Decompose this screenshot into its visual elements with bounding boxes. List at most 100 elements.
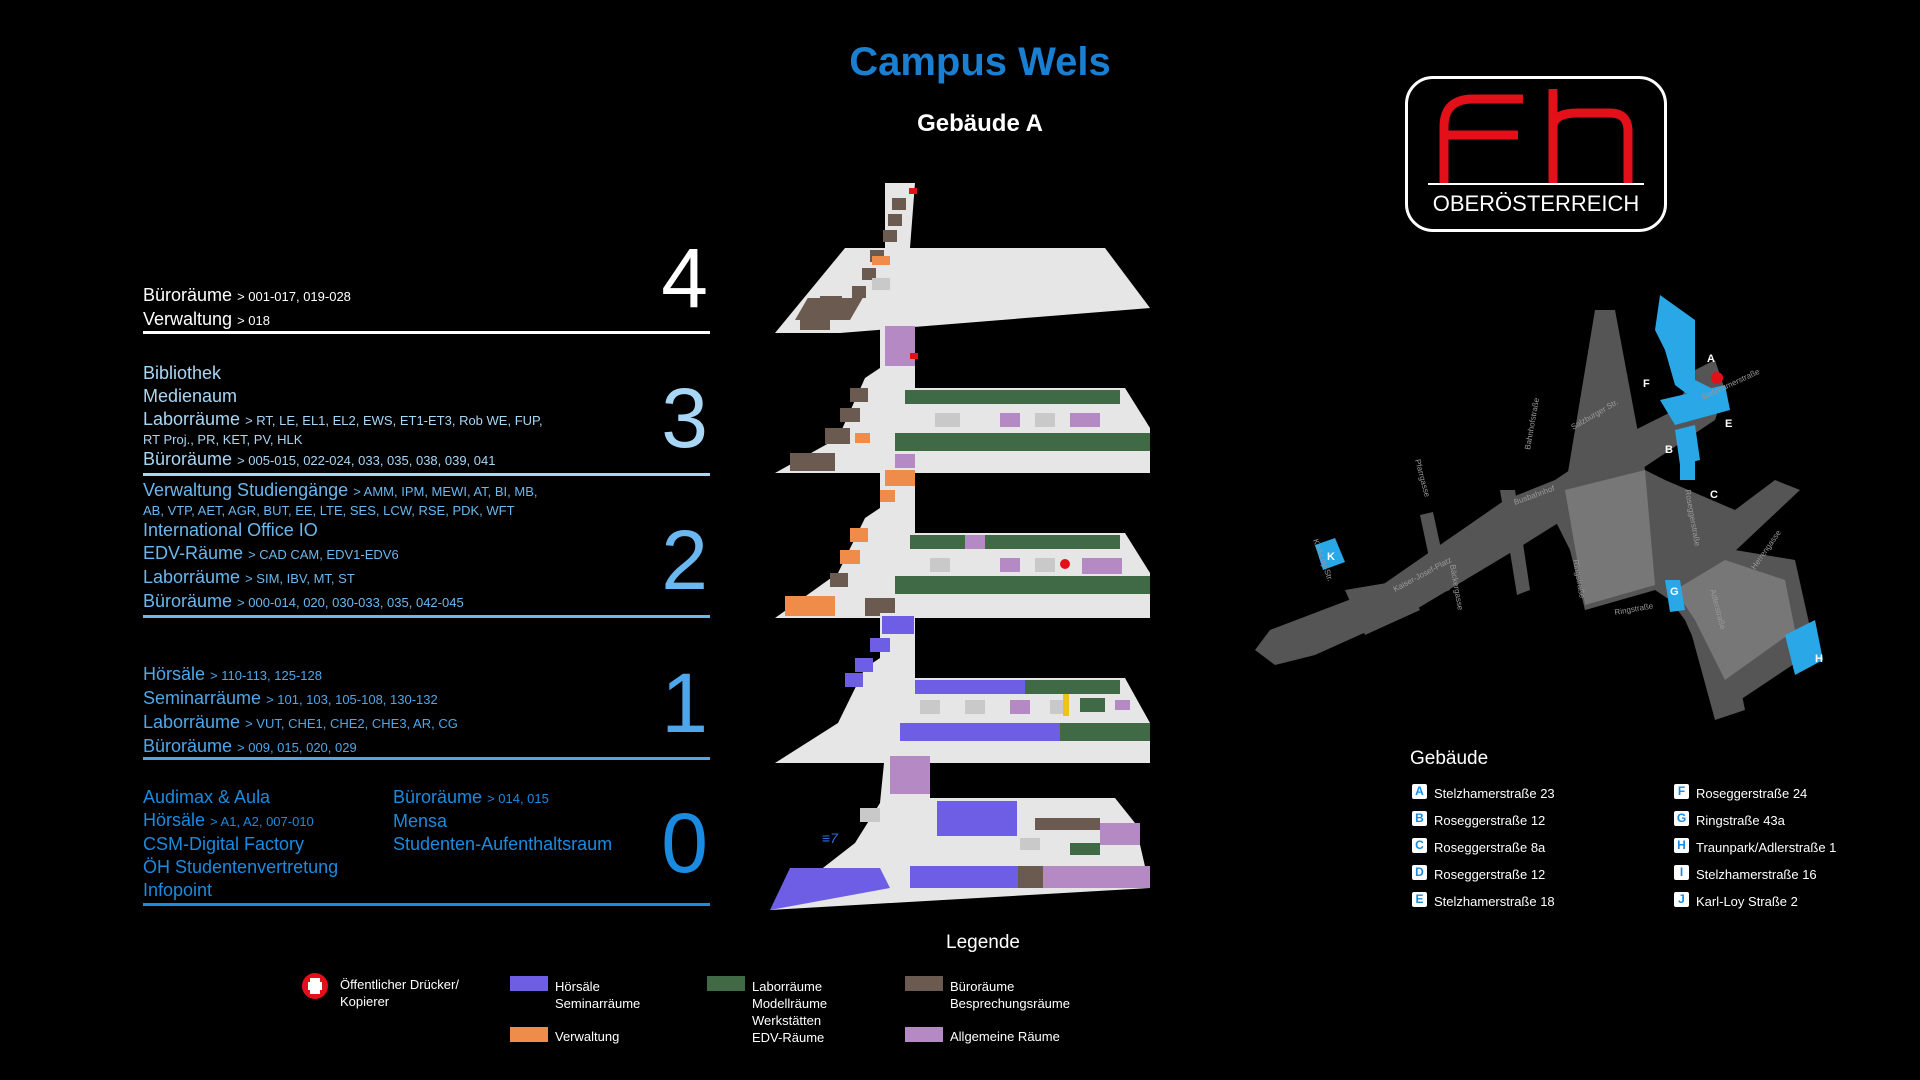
street-label: Ringstraße [1614,601,1655,617]
floor-2-item: Büroräume > 000-014, 020, 030-033, 035, … [143,591,464,611]
floor-2-number: 2 [661,513,708,607]
floor-plan-stack: ≡7 [770,183,1150,910]
floor-1-list: Hörsäle > 110-113, 125-128 Seminarräume … [143,663,710,759]
floor-3-number: 3 [661,371,708,465]
building-name: Roseggerstraße 12 [1434,867,1546,882]
map-marker-k: K [1327,551,1335,563]
building-name: Karl-Loy Straße 2 [1696,894,1798,909]
campus-map: A B C E F G H K Stelzhamerstraße Rosegge… [1255,295,1823,720]
building-name: Stelzhamerstraße 16 [1696,867,1817,882]
legend-swatch-labor [707,976,745,991]
map-marker-e: E [1725,418,1732,430]
floor-0-list-right: Büroräume > 014, 015 Mensa Studenten-Auf… [393,786,653,856]
floor-1-item: Laborräume > VUT, CHE1, CHE2, CHE3, AR, … [143,712,458,732]
floor-3-item: Bibliothek [143,363,222,383]
floor-0-item: ÖH Studentenvertretung [143,857,339,877]
floor-3-item: Medienaum [143,386,238,406]
floor-plan-2 [775,468,1150,618]
floor-3-item: Laborräume > RT, LE, EL1, EL2, EWS, ET1-… [143,409,543,429]
legend-label-allgemein: Allgemeine Räume [950,1029,1060,1044]
floor-2-item: EDV-Räume > CAD CAM, EDV1-EDV6 [143,543,399,563]
floor-0-item: Büroräume > 014, 015 [393,787,549,807]
buildings-title: Gebäude [1410,748,1489,769]
floor-0-divider [143,903,710,906]
map-marker-c: C [1710,489,1718,501]
street-label: Pfarrgasse [1413,458,1432,498]
legend-label-printer: Öffentlicher Drücker/Kopierer [340,977,459,1009]
building-badge: B [1412,811,1427,826]
floor-1-number: 1 [661,656,708,750]
floor-3-item: Büroräume > 005-015, 022-024, 033, 035, … [143,449,496,469]
building-subtitle: Gebäude A [917,110,1043,137]
floor-0-item: CSM-Digital Factory [143,834,305,854]
building-badge: F [1674,784,1689,799]
legend-label-verwaltung: Verwaltung [555,1029,620,1044]
floor-4-divider [143,331,710,334]
floor-plan-3 [775,323,1150,473]
floor-0-item: Infopoint [143,880,213,900]
map-marker-h: H [1815,653,1823,665]
floor-2-item: Laborräume > SIM, IBV, MT, ST [143,567,355,587]
legend-swatch-allgemein [905,1027,943,1042]
building-name: Stelzhamerstraße 18 [1434,894,1555,909]
legend-swatch-hoersaele [510,976,548,991]
floor-0-item: Audimax & Aula [143,787,271,807]
floor-plan-0: ≡7 [770,753,1150,910]
floor-3-list: Bibliothek Medienaum Laborräume > RT, LE… [143,362,710,472]
building-badge: H [1674,838,1689,853]
building-badge: J [1674,892,1689,907]
floor-0-item: Studenten-Aufenthaltsraum [393,834,613,854]
floor-0-item: Hörsäle > A1, A2, 007-010 [143,810,314,830]
building-name: Roseggerstraße 12 [1434,813,1546,828]
map-marker-a: A [1707,353,1715,365]
building-badge: E [1412,892,1427,907]
fh-logo: OBERÖSTERREICH [1405,76,1667,232]
floor-0-number: 0 [661,796,708,890]
floor-0-item: Mensa [393,811,448,831]
floor-1-item: Hörsäle > 110-113, 125-128 [143,664,322,684]
building-badge: D [1412,865,1427,880]
building-badge: I [1674,865,1689,880]
floor-plan-4 [775,183,1150,333]
legend-title: Legende [946,932,1020,953]
floor-2-item-cont: AB, VTP, AET, AGR, BUT, EE, LTE, SES, LC… [143,503,515,518]
floor-4-item: Büroräume > 001-017, 019-028 [143,285,351,305]
street-label: Bahnhofstraße [1523,397,1541,451]
floor-2-divider [143,615,710,618]
svg-text:≡7: ≡7 [822,830,839,846]
map-marker-b: B [1665,444,1673,456]
building-name: Stelzhamerstraße 23 [1434,786,1555,801]
fh-logo-mark [1439,89,1633,184]
page-title: Campus Wels [849,40,1111,84]
floor-1-divider [143,757,710,760]
building-badge: A [1412,784,1427,799]
floor-4-item: Verwaltung > 018 [143,309,270,329]
floor-1-item: Büroräume > 009, 015, 020, 029 [143,736,357,756]
floor-4-list: Büroräume > 001-017, 019-028 Verwaltung … [143,284,710,332]
floor-2-item: Verwaltung Studiengänge > AMM, IPM, MEWI… [143,480,538,500]
legend-swatch-buero [905,976,943,991]
floor-2-list: Verwaltung Studiengänge > AMM, IPM, MEWI… [143,479,710,614]
floor-0-list-left: Audimax & Aula Hörsäle > A1, A2, 007-010… [143,786,393,902]
floor-2-item: International Office IO [143,520,318,540]
building-badge: C [1412,838,1427,853]
floor-3-divider [143,473,710,476]
map-marker-g: G [1670,586,1679,598]
building-name: Roseggerstraße 8a [1434,840,1546,855]
building-name: Traunpark/Adlerstraße 1 [1696,840,1837,855]
floor-1-item: Seminarräume > 101, 103, 105-108, 130-13… [143,688,438,708]
legend-swatch-verwaltung [510,1027,548,1042]
building-name: Roseggerstraße 24 [1696,786,1808,801]
floor-3-item-cont: RT Proj., PR, KET, PV, HLK [143,432,303,447]
printer-icon [302,973,328,999]
logo-text: OBERÖSTERREICH [1432,191,1640,216]
map-marker-f: F [1643,378,1650,390]
logo-divider [1428,183,1644,185]
building-badge: G [1674,811,1689,826]
floor-4-number: 4 [661,231,708,325]
floor-plan-1 [775,613,1150,763]
building-name: Ringstraße 43a [1696,813,1785,828]
